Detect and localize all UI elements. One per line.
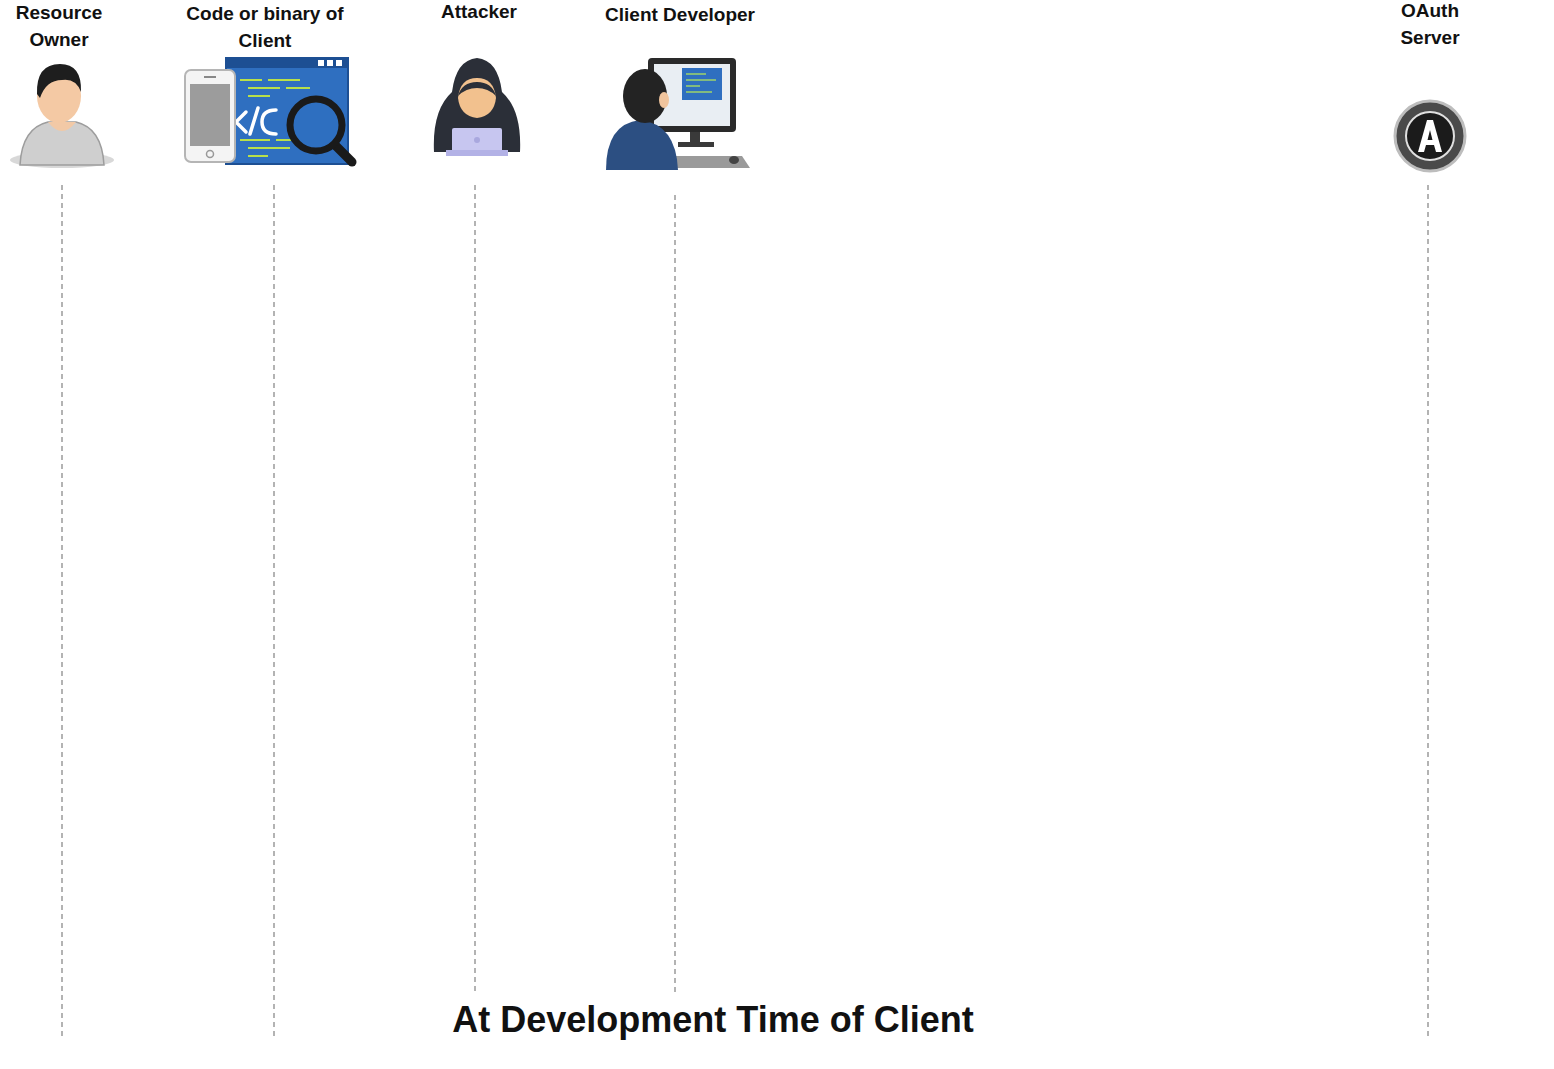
actor-label: Code or binary of Client <box>183 0 348 54</box>
actor-label: Attacker <box>419 0 539 25</box>
actor-label: OAuth Server <box>1388 0 1472 51</box>
hacker-icon <box>434 58 520 156</box>
caption: At Development Time of Client <box>452 998 973 1042</box>
actor-label: Resource Owner <box>4 0 114 53</box>
code-icon <box>185 58 352 164</box>
lifelines <box>62 185 1428 1040</box>
actor-label: Client Developer <box>580 1 780 28</box>
user-icon <box>10 64 114 168</box>
developer-icon <box>606 58 750 170</box>
oauth-logo <box>1395 101 1465 171</box>
